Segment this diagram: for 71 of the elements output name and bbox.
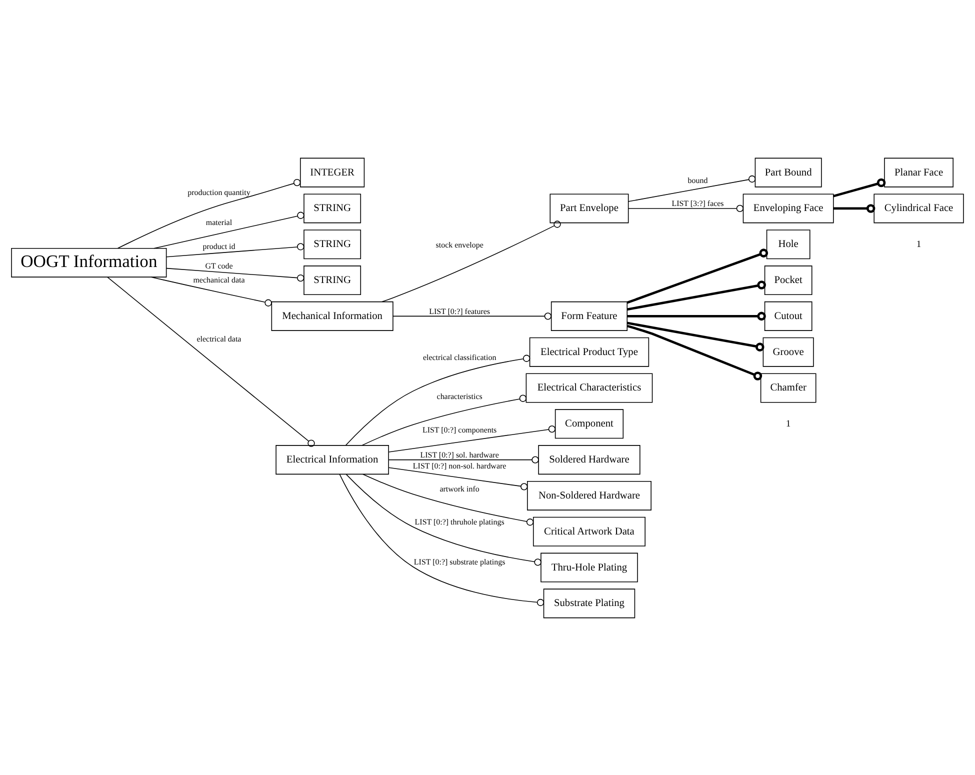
- connector: [626, 321, 764, 351]
- connector: [107, 276, 315, 446]
- connector: [153, 211, 304, 248]
- connector: [833, 204, 876, 212]
- node-box: Component: [554, 408, 624, 438]
- edge-label: bound: [688, 175, 708, 184]
- edge-label: characteristics: [436, 392, 482, 401]
- edge-label: material: [206, 218, 232, 227]
- node-box: Substrate Plating: [543, 588, 636, 618]
- node-box: Thru-Hole Plating: [540, 552, 638, 582]
- node-box: Electrical Characteristics: [526, 372, 653, 402]
- connector: [362, 473, 534, 526]
- connector: [117, 178, 301, 248]
- connector: [627, 311, 766, 320]
- node-box: Non-Soldered Hardware: [527, 480, 652, 510]
- node-box: Part Bound: [754, 157, 822, 187]
- connector: [388, 424, 556, 452]
- node-box: Hole: [766, 229, 810, 259]
- edge-label: LIST [0:?] non-sol. hardware: [412, 461, 506, 470]
- node-box: Enveloping Face: [742, 193, 834, 223]
- edge-label: electrical data: [196, 334, 242, 344]
- node-box: Cylindrical Face: [874, 193, 964, 223]
- node-box: Part Envelope: [550, 193, 629, 223]
- node-box: STRING: [304, 229, 362, 259]
- edge-label: LIST [0:?] substrate platings: [414, 556, 506, 566]
- connector: [339, 473, 544, 606]
- node-box: Mechanical Information: [271, 300, 394, 330]
- node-box: Form Feature: [550, 300, 628, 330]
- connector: [166, 267, 304, 282]
- connector: [628, 174, 756, 202]
- connector: [150, 276, 272, 306]
- connector: [833, 178, 886, 197]
- connector: [628, 204, 744, 212]
- connector: [345, 354, 530, 446]
- node-box: Chamfer: [760, 372, 816, 402]
- edge-label: product id: [202, 242, 236, 251]
- node-box: Pocket: [764, 265, 812, 295]
- node-box: Critical Artwork Data: [532, 516, 646, 546]
- node-box: OOGT Information: [11, 247, 167, 277]
- label: 1: [786, 418, 791, 429]
- node-box: Planar Face: [884, 157, 954, 187]
- edge-label: LIST [3:?] faces: [672, 198, 724, 208]
- node-box: Cutout: [764, 300, 812, 330]
- connector: [626, 248, 768, 304]
- node-box: Groove: [762, 336, 814, 366]
- edge-label: LIST [0:?] sol. hardware: [420, 450, 499, 459]
- edge-label: GT code: [205, 260, 233, 270]
- label: 1: [916, 238, 922, 250]
- edge-label: artwork info: [440, 484, 480, 494]
- edge-label: LIST [0:?] components: [422, 425, 497, 434]
- edge-label: mechanical data: [193, 275, 245, 284]
- connector: [626, 280, 766, 310]
- node-box: STRING: [304, 193, 362, 223]
- edge-label: electrical classification: [422, 352, 496, 362]
- node-box: Soldered Hardware: [538, 444, 640, 474]
- connector: [382, 220, 561, 302]
- connector: [346, 474, 542, 566]
- edge-label: production quantity: [188, 187, 250, 196]
- connector: [392, 312, 552, 320]
- node-box: STRING: [304, 265, 362, 295]
- connector: [388, 466, 528, 490]
- connector: [362, 394, 527, 446]
- edge-label: stock envelope: [436, 240, 484, 250]
- node-box: INTEGER: [300, 157, 365, 187]
- connector: [166, 242, 304, 257]
- edge-label: LIST [0:?] thruhole platings: [414, 516, 504, 526]
- node-box: Electrical Product Type: [529, 336, 650, 366]
- node-box: Electrical Information: [276, 444, 389, 474]
- connector: [627, 324, 762, 380]
- edge-label: LIST [0:?] features: [429, 306, 490, 316]
- connector: [388, 456, 539, 463]
